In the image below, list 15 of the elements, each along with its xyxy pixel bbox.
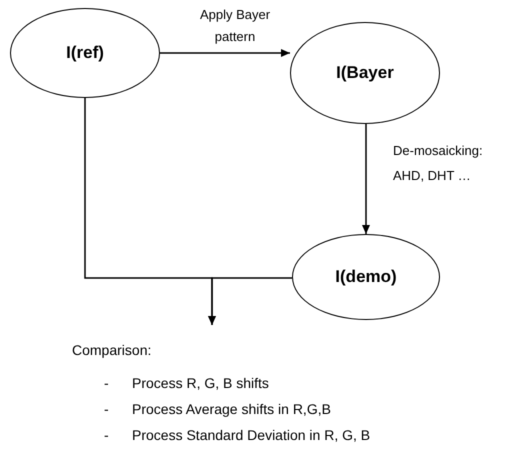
list-dash: - [104,400,110,419]
heading-text: Comparison: [72,340,192,364]
arrow [208,277,292,325]
ellipse-node: I(demo) [292,234,440,320]
edge-label: De-mosaicking: AHD, DHT … [393,142,484,185]
list-item: Process Standard Deviation in R, G, B [132,426,370,445]
list-item: Process R, G, B shifts [132,374,270,393]
ellipse-node: I(Bayer [290,22,440,124]
edge-label: Apply Bayer pattern [198,6,272,46]
arrow [362,124,370,234]
list-dash: - [104,374,110,393]
list-item: Process Average shifts in R,G,B [132,400,332,419]
arrow [160,49,290,57]
ellipse-node: I(ref) [10,8,160,98]
list-dash: - [104,426,110,445]
